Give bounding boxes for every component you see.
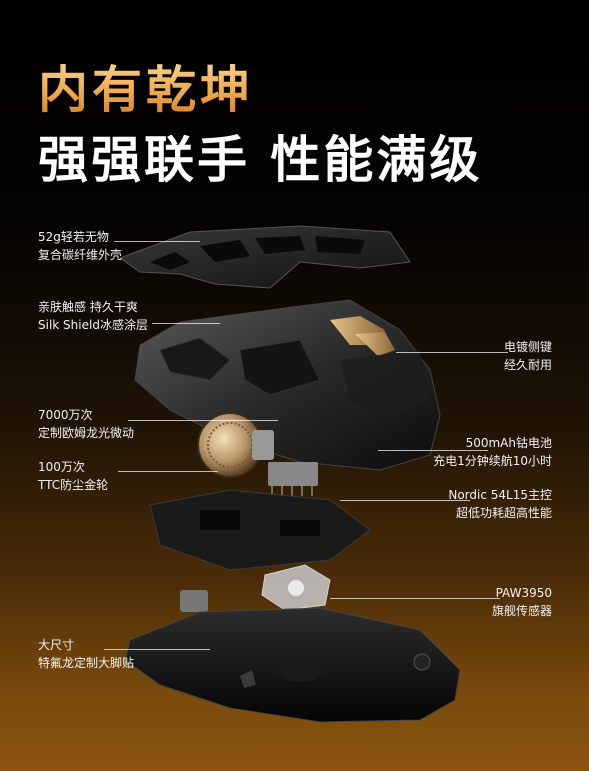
leader-line-wheel bbox=[118, 471, 218, 472]
callout-wheel: 100万次 TTC防尘金轮 bbox=[38, 458, 108, 494]
callout-feet: 大尺寸 特氟龙定制大脚贴 bbox=[38, 636, 134, 672]
main-body-part bbox=[134, 299, 441, 471]
callout-shell: 52g轻若无物 复合碳纤维外壳 bbox=[38, 228, 122, 264]
callout-coating-line2: Silk Shield冰感涂层 bbox=[38, 318, 148, 332]
leader-line-sensor bbox=[330, 598, 500, 599]
leader-line-buttons bbox=[396, 352, 508, 353]
callout-shell-line1: 52g轻若无物 bbox=[38, 230, 109, 244]
base-part bbox=[124, 607, 461, 723]
callout-chip-line1: Nordic 54L15主控 bbox=[448, 488, 552, 502]
callout-wheel-line1: 100万次 bbox=[38, 460, 85, 474]
callout-battery-line2: 充电1分钟续航10小时 bbox=[433, 454, 552, 468]
leader-line-battery bbox=[378, 450, 488, 451]
callout-chip: Nordic 54L15主控 超低功耗超高性能 bbox=[448, 486, 552, 522]
callout-feet-line2: 特氟龙定制大脚贴 bbox=[38, 656, 135, 670]
callout-microswitch: 7000万次 定制欧姆龙光微动 bbox=[38, 406, 134, 442]
callout-buttons-line2: 经久耐用 bbox=[503, 358, 552, 372]
callout-battery: 500mAh钴电池 充电1分钟续航10小时 bbox=[433, 434, 552, 470]
callout-wheel-line2: TTC防尘金轮 bbox=[38, 478, 109, 492]
pcb-plate-part bbox=[149, 489, 371, 571]
callout-sensor-line2: 旗舰传感器 bbox=[491, 604, 552, 618]
callout-buttons-line1: 电镀侧键 bbox=[503, 340, 552, 354]
callout-buttons: 电镀侧键 经久耐用 bbox=[504, 338, 552, 374]
callout-shell-line2: 复合碳纤维外壳 bbox=[38, 248, 123, 262]
leader-line-chip bbox=[340, 500, 470, 501]
scroll-wheel-part bbox=[197, 412, 274, 478]
sensor-part bbox=[180, 564, 331, 612]
callout-sensor: PAW3950 旗舰传感器 bbox=[492, 584, 552, 620]
callout-microswitch-line1: 7000万次 bbox=[38, 408, 93, 422]
leader-line-coating bbox=[152, 323, 220, 324]
callout-coating: 亲肤触感 持久干爽 Silk Shield冰感涂层 bbox=[38, 298, 148, 334]
callout-microswitch-line2: 定制欧姆龙光微动 bbox=[38, 426, 135, 440]
callout-coating-line1: 亲肤触感 持久干爽 bbox=[38, 300, 138, 314]
leader-line-feet bbox=[104, 649, 210, 650]
callout-battery-line1: 500mAh钴电池 bbox=[465, 436, 552, 450]
callout-feet-line1: 大尺寸 bbox=[38, 638, 75, 652]
headline-secondary: 强强联手 性能满级 bbox=[38, 131, 483, 189]
callout-chip-line2: 超低功耗超高性能 bbox=[455, 506, 552, 520]
leader-line-shell bbox=[114, 241, 200, 242]
callout-sensor-line1: PAW3950 bbox=[495, 586, 552, 600]
carbon-shell-part bbox=[118, 225, 411, 289]
headline-primary: 内有乾坤 bbox=[38, 50, 254, 122]
leader-line-microswitch bbox=[128, 420, 278, 421]
chip-part bbox=[268, 462, 318, 496]
